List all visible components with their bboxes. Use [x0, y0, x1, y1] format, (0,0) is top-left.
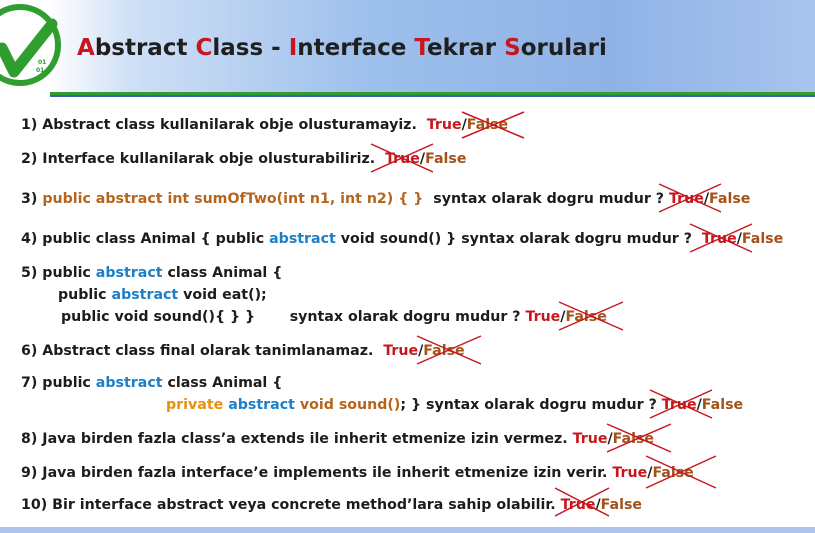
- answer-true-crossed: True: [554, 487, 609, 517]
- question-text: class Animal {: [162, 265, 283, 281]
- question-5-line-2: public abstract void eat();: [21, 286, 267, 304]
- question-7-line-2: private abstract void sound(); } syntax …: [166, 389, 744, 419]
- question-text: 2) Interface kullanilarak obje olusturab…: [21, 151, 376, 167]
- question-6: 6) Abstract class final olarak tanimlana…: [21, 335, 482, 365]
- footer-bar: [0, 527, 815, 533]
- checkmark-logo-icon: 01 01: [0, 4, 61, 86]
- question-8: 8) Java birden fazla class’a extends ile…: [21, 423, 671, 453]
- question-text: syntax olarak dogru mudur ?: [433, 191, 665, 207]
- question-text: 8) Java birden fazla class’a extends ile…: [21, 431, 568, 447]
- divider-green: [50, 92, 815, 95]
- question-9: 9) Java birden fazla interface’e impleme…: [21, 455, 717, 489]
- question-text: public: [58, 287, 112, 303]
- question-2: 2) Interface kullanilarak obje olusturab…: [21, 143, 467, 173]
- svg-text:01: 01: [36, 67, 44, 74]
- title-part: I: [288, 35, 298, 61]
- answer-true-crossed: True: [649, 389, 713, 419]
- title-part: orulari: [520, 35, 607, 61]
- answer-true: True: [572, 431, 608, 447]
- code-snippet: void sound(): [299, 397, 401, 413]
- answer-true: True: [383, 343, 419, 359]
- code-semicolon: ;: [400, 397, 407, 413]
- question-text: 9) Java birden fazla interface’e impleme…: [21, 465, 608, 481]
- question-1: 1) Abstract class kullanilarak obje olus…: [21, 111, 525, 139]
- keyword-abstract: abstract: [269, 231, 336, 247]
- answer-false-crossed: False: [461, 111, 525, 139]
- title-part: T: [414, 35, 427, 61]
- answer-true-crossed: True: [689, 223, 753, 253]
- answer-true: True: [426, 117, 462, 133]
- question-text: void eat();: [178, 287, 267, 303]
- question-text: 4) public class Animal { public: [21, 231, 270, 247]
- keyword-abstract: abstract: [111, 287, 179, 303]
- question-text: syntax olarak dogru mudur ?: [289, 309, 521, 325]
- answer-true-crossed: True: [658, 183, 722, 213]
- title-part: A: [77, 35, 95, 61]
- question-4: 4) public class Animal { public abstract…: [21, 223, 784, 253]
- question-text: 1) Abstract class kullanilarak obje olus…: [21, 117, 417, 133]
- page-title: Abstract Class - Interface Tekrar Sorula…: [77, 35, 607, 61]
- svg-text:01: 01: [38, 59, 46, 66]
- title-part: nterface: [297, 35, 415, 61]
- answer-true: True: [525, 309, 561, 325]
- answer-false: False: [600, 497, 643, 513]
- answer-false-crossed: False: [646, 455, 717, 489]
- question-7: 7) public abstract class Animal {: [21, 374, 282, 392]
- question-5-line-3: public void sound(){ } } syntax olarak d…: [21, 301, 624, 331]
- answer-true-crossed: True: [370, 143, 434, 173]
- title-part: S: [504, 35, 521, 61]
- answer-false: False: [709, 191, 751, 207]
- keyword-abstract: abstract: [95, 375, 163, 391]
- question-text: 10) Bir interface abstract veya concrete…: [21, 497, 556, 513]
- title-part: bstract: [94, 35, 196, 61]
- answer-false-crossed: False: [559, 301, 624, 331]
- header-banner: [0, 0, 815, 92]
- question-5: 5) public abstract class Animal {: [21, 264, 282, 282]
- question-text: 7) public: [21, 375, 96, 391]
- answer-false-crossed: False: [416, 335, 482, 365]
- keyword-abstract: abstract: [95, 265, 163, 281]
- answer-false: False: [425, 151, 467, 167]
- question-text: void sound() } syntax olarak dogru mudur…: [335, 231, 692, 247]
- question-3: 3) public abstract int sumOfTwo(int n1, …: [21, 183, 751, 213]
- keyword-private: private: [166, 397, 224, 413]
- question-text: 5) public: [21, 265, 96, 281]
- question-text: 6) Abstract class final olarak tanimlana…: [21, 343, 374, 359]
- code-snippet: public abstract int sumOfTwo(int n1, int…: [42, 191, 424, 207]
- keyword-abstract: abstract: [228, 397, 295, 413]
- code-snippet: public void sound(){ } }: [61, 309, 256, 325]
- question-text: class Animal {: [162, 375, 283, 391]
- title-part: C: [195, 35, 213, 61]
- divider-blue: [50, 95, 815, 97]
- question-number: 3): [21, 191, 38, 207]
- question-10: 10) Bir interface abstract veya concrete…: [21, 487, 643, 517]
- question-text: } syntax olarak dogru mudur ?: [406, 397, 657, 413]
- answer-false-crossed: False: [606, 423, 671, 453]
- answer-false: False: [741, 231, 784, 247]
- title-part: ekrar: [427, 35, 505, 61]
- answer-false: False: [701, 397, 744, 413]
- answer-true: True: [612, 465, 648, 481]
- title-part: lass -: [212, 35, 289, 61]
